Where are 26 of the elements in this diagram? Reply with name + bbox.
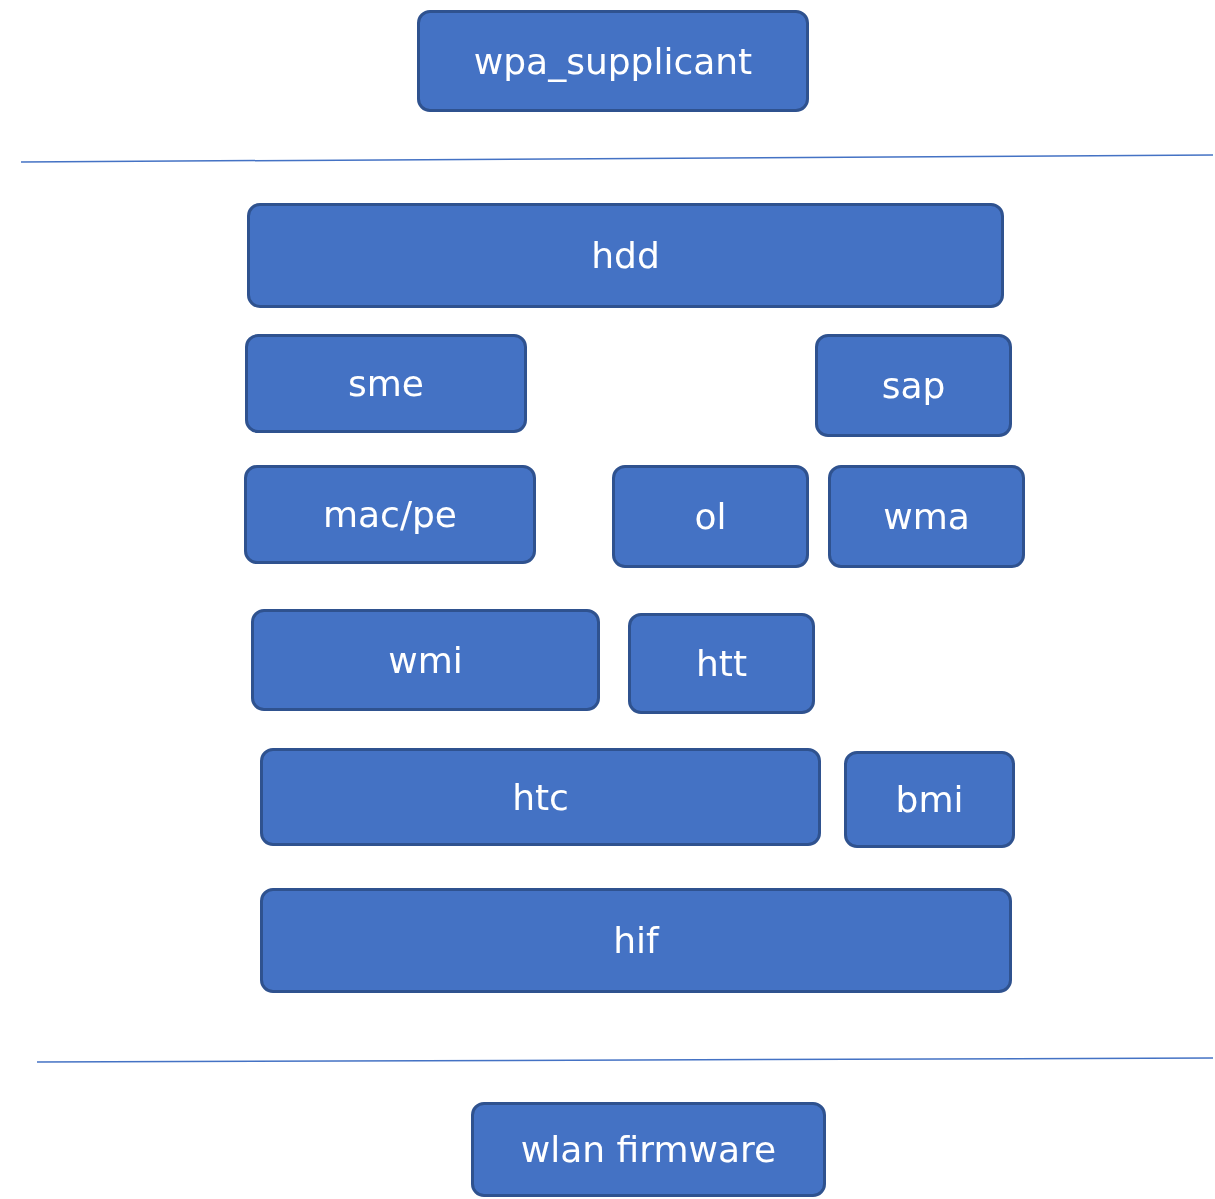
module-label: hif xyxy=(613,920,659,961)
module-label: ol xyxy=(694,496,727,537)
module-label: htc xyxy=(512,776,569,818)
module-label: sap xyxy=(881,365,946,406)
module-label: htt xyxy=(695,643,747,684)
module-label: wmi xyxy=(388,639,463,681)
module-box xyxy=(247,203,1004,308)
module-label: wpa_supplicant xyxy=(473,40,753,82)
module-box xyxy=(417,10,809,112)
module-box xyxy=(245,334,527,433)
module-box xyxy=(612,465,809,568)
module-box xyxy=(244,465,536,564)
module-box xyxy=(828,465,1025,568)
module-box xyxy=(251,609,600,711)
module-label: sme xyxy=(348,363,424,404)
module-box xyxy=(260,748,821,846)
module-label: bmi xyxy=(895,779,964,820)
module-box xyxy=(471,1102,826,1197)
module-box xyxy=(628,613,815,714)
module-label: wma xyxy=(883,496,970,537)
module-box xyxy=(844,751,1015,848)
module-box xyxy=(815,334,1012,437)
module-label: mac/pe xyxy=(322,494,458,535)
module-label: hdd xyxy=(591,235,660,276)
module-label: wlan firmware xyxy=(520,1129,777,1170)
module-box xyxy=(260,888,1012,993)
